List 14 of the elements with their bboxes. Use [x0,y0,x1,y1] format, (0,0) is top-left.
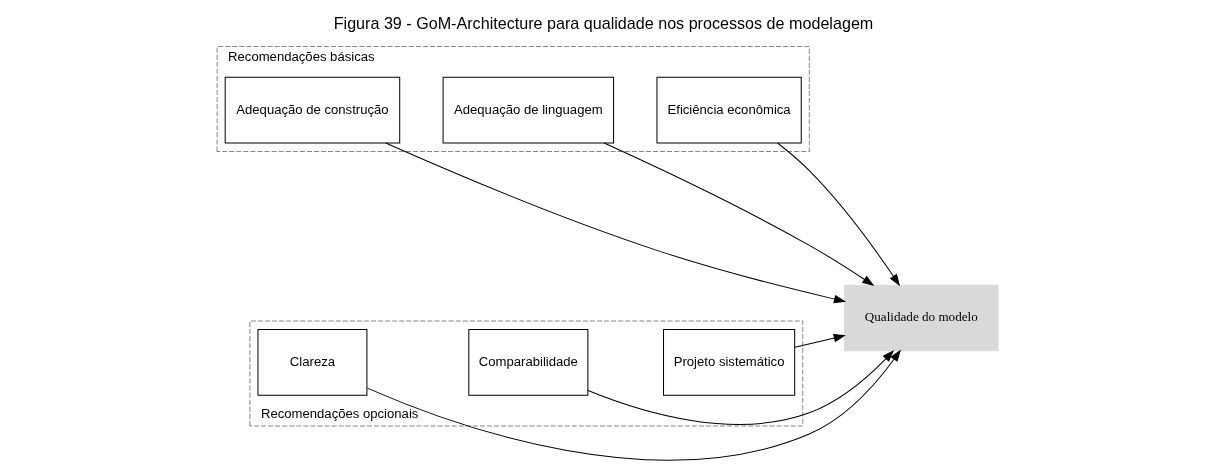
arrow [794,333,846,348]
arrow [777,142,901,287]
arrow [587,350,895,425]
node-box: Eficiência econômica [656,76,802,144]
arrow [366,349,901,461]
node-box: Adequação de construção [224,76,401,144]
node-box: Adequação de linguagem [442,76,615,144]
arrow [603,142,875,286]
node-box: Clareza [257,329,368,396]
arrow [385,142,847,304]
node-box: Qualidade do modelo [844,284,999,352]
node-box: Comparabilidade [468,329,589,396]
node-box: Projeto sistemático [663,329,796,396]
diagram-title: Figura 39 - GoM-Architecture para qualidade nos processos de modelagem [333,14,874,33]
